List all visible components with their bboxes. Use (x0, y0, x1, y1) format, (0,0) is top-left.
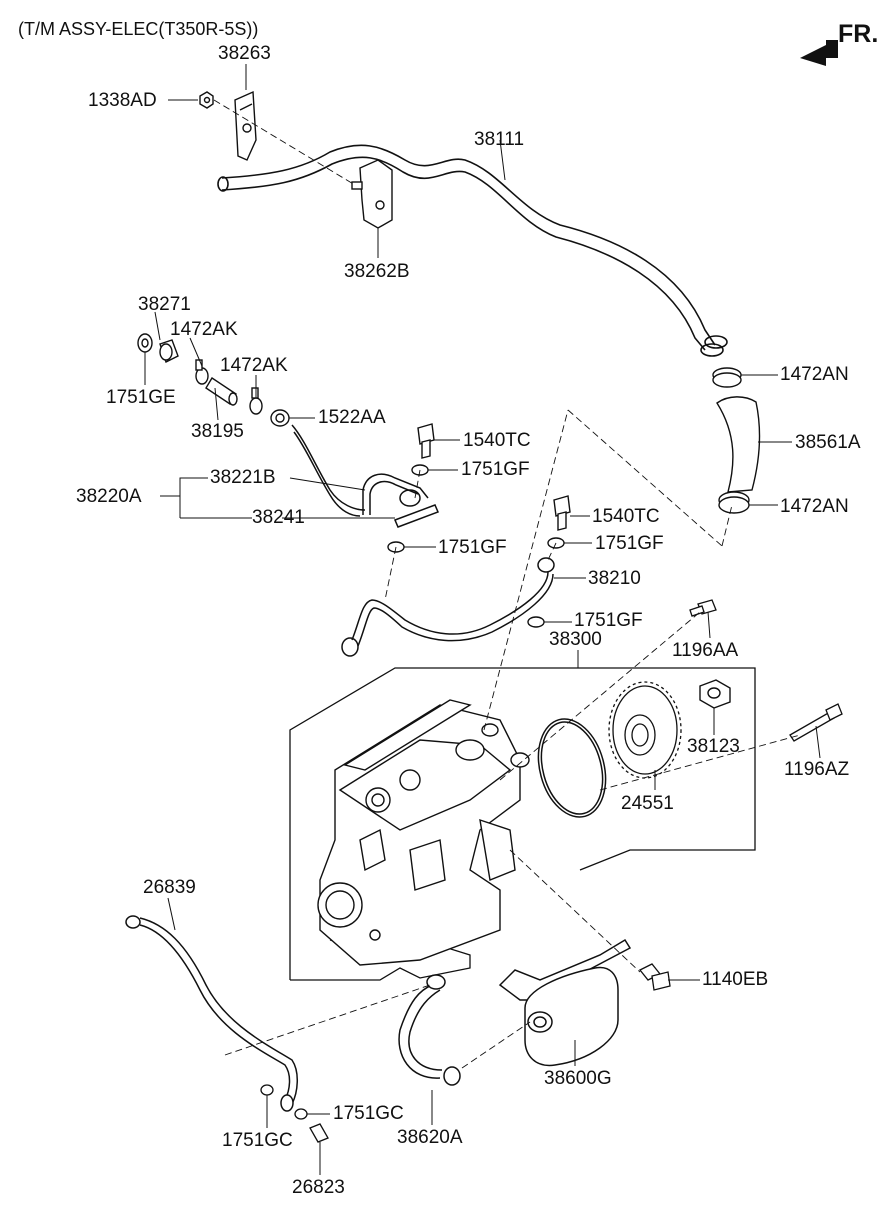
label-1196aa: 1196AA (672, 640, 739, 661)
pipe-26839 (125, 915, 298, 1112)
pipe-38221b (291, 424, 439, 528)
bolt-1196aa-icon (689, 599, 717, 617)
nut-1338ad-icon (199, 91, 214, 109)
label-1140eb: 1140EB (702, 969, 769, 990)
bracket-38262b (351, 159, 393, 229)
label-38241: 38241 (252, 507, 305, 528)
o-ring (537, 718, 607, 818)
label-1751gc-a: 1751GC (222, 1130, 293, 1151)
label-38600g: 38600G (544, 1068, 612, 1089)
label-26839: 26839 (143, 877, 196, 898)
gear-24551-icon (608, 681, 682, 779)
washer-1751ge (137, 333, 153, 353)
label-1751gf-b: 1751GF (438, 537, 507, 558)
fitting-38271 (159, 339, 179, 363)
hose-38561a (716, 396, 761, 493)
label-1751ge: 1751GE (106, 387, 176, 408)
label-1522aa: 1522AA (318, 407, 386, 428)
pipe-38111 (217, 144, 728, 357)
label-38221b: 38221B (210, 467, 276, 488)
assembly-header: (T/M ASSY-ELEC(T350R-5S)) (18, 19, 259, 39)
bracket-38263 (234, 90, 257, 161)
label-1540tc-a: 1540TC (463, 430, 531, 451)
label-38620a: 38620A (397, 1127, 463, 1148)
label-38111: 38111 (474, 129, 525, 150)
label-38210: 38210 (588, 568, 641, 589)
label-1540tc-b: 1540TC (592, 506, 660, 527)
washer-1751gc-a (260, 1084, 274, 1096)
nut-38123-icon (699, 679, 731, 709)
pipe-38210 (341, 557, 555, 657)
label-1472an-a: 1472AN (780, 364, 849, 385)
label-38195: 38195 (191, 421, 244, 442)
hose-38620a (398, 974, 461, 1086)
label-38220a: 38220A (76, 486, 142, 507)
fitting-1522aa (270, 409, 290, 427)
label-38271: 38271 (138, 294, 191, 315)
front-direction-label: FR. (838, 20, 879, 48)
label-1472an-b: 1472AN (780, 496, 849, 517)
label-26823: 26823 (292, 1177, 345, 1198)
label-1338ad: 1338AD (88, 90, 157, 111)
label-1472ak-a: 1472AK (170, 319, 238, 340)
label-1751gf-d: 1751GF (574, 610, 643, 631)
bolt-1540tc-a (417, 423, 435, 459)
label-38262b: 38262B (344, 261, 410, 282)
clamp-1472ak-a (195, 359, 209, 385)
washer-1751gc-b (294, 1108, 308, 1120)
fuel-filter-38600g (498, 938, 632, 1067)
label-1751gc-b: 1751GC (333, 1103, 404, 1124)
pump-body-38300 (317, 699, 530, 966)
clamp-1472an-bottom (718, 491, 750, 514)
label-38300: 38300 (549, 629, 602, 650)
bolt-1140eb-icon (638, 963, 671, 991)
label-1751gf-a: 1751GF (461, 459, 530, 480)
clamp-1472an-top (712, 367, 742, 388)
label-24551: 24551 (621, 793, 674, 814)
reference-lines (213, 99, 801, 1069)
label-1472ak-b: 1472AK (220, 355, 288, 376)
label-1751gf-c: 1751GF (595, 533, 664, 554)
washer-1751gf-d (527, 616, 545, 628)
fitting-26823 (309, 1123, 329, 1143)
hose-38195 (205, 377, 238, 406)
label-38123: 38123 (687, 736, 740, 757)
label-38561a: 38561A (795, 432, 861, 453)
bolt-1540tc-b (553, 495, 571, 531)
leader-lines (144, 64, 821, 1175)
bolt-1196az-icon (789, 703, 843, 742)
label-1196az: 1196AZ (784, 759, 850, 780)
front-arrow-icon (800, 40, 838, 66)
label-38263: 38263 (218, 43, 271, 64)
